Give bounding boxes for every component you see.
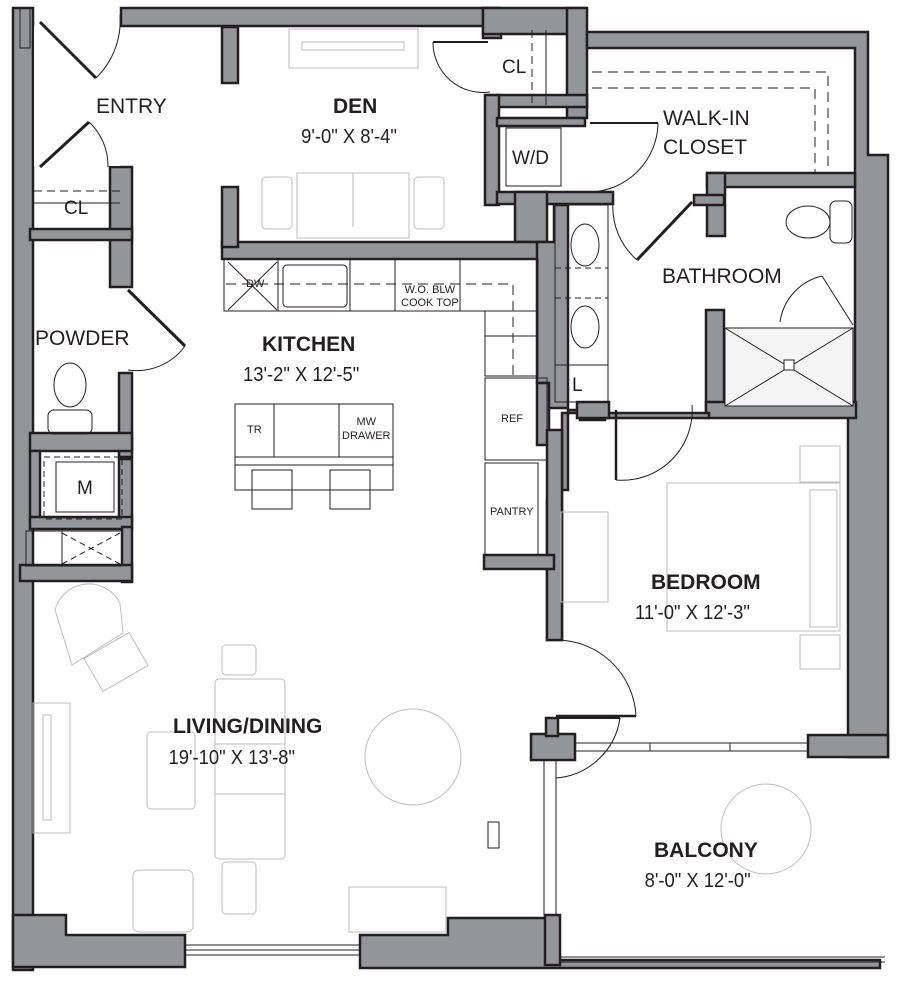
room-dimensions-kitchen: 13'-2" X 12'-5"	[243, 364, 360, 386]
room-label-entry: ENTRY	[96, 95, 167, 118]
fixture-label-cooktop: W.O. BLW COOK TOP	[401, 284, 459, 309]
room-dimensions-bedroom: 11'-0" X 12'-3"	[634, 602, 750, 624]
fixture-label-refrigerator: REF	[501, 413, 523, 425]
room-label-linen: L	[572, 375, 583, 396]
room-label-bedroom: BEDROOM	[651, 571, 761, 594]
microwave-line2: DRAWER	[342, 429, 391, 442]
walls	[11, 6, 890, 972]
room-label-balcony: BALCONY	[654, 839, 758, 862]
fixture-label-microwave-drawer: MW DRAWER	[342, 416, 390, 444]
cabinetry	[25, 30, 854, 567]
room-label-entry-closet: CL	[64, 198, 89, 219]
room-label-powder: POWDER	[35, 327, 130, 350]
room-dimensions-balcony: 8'-0" X 12'-0"	[644, 870, 751, 892]
doors	[38, 14, 854, 779]
room-dimensions-den: 9'-0" X 8'-4"	[301, 126, 397, 148]
room-label-mechanical: M	[77, 478, 93, 499]
room-label-bathroom: BATHROOM	[662, 265, 782, 288]
furniture	[32, 28, 841, 933]
room-label-den: DEN	[333, 95, 378, 118]
room-label-laundry: W/D	[512, 148, 549, 169]
room-label-living-dining: LIVING/DINING	[173, 715, 323, 738]
outlets	[487, 821, 500, 849]
room-label-walk-in-closet: WALK-IN CLOSET	[663, 104, 750, 163]
fixture-label-pantry: PANTRY	[490, 506, 534, 518]
windows	[19, 7, 885, 963]
room-label-den-closet: CL	[502, 57, 527, 78]
walk-in-closet-line1: WALK-IN	[663, 107, 750, 130]
cooktop-line2: COOK TOP	[401, 296, 459, 309]
openings	[34, 26, 120, 166]
walk-in-closet-line2: CLOSET	[663, 136, 748, 160]
microwave-line1: MW	[356, 416, 377, 428]
fixture-label-dishwasher: DW	[246, 278, 265, 290]
room-dimensions-living-dining: 19'-10" X 13'-8"	[168, 747, 295, 769]
room-label-kitchen: KITCHEN	[262, 333, 356, 356]
fixture-label-trash: TR	[247, 424, 262, 436]
cooktop-line1: W.O. BLW	[404, 284, 456, 296]
